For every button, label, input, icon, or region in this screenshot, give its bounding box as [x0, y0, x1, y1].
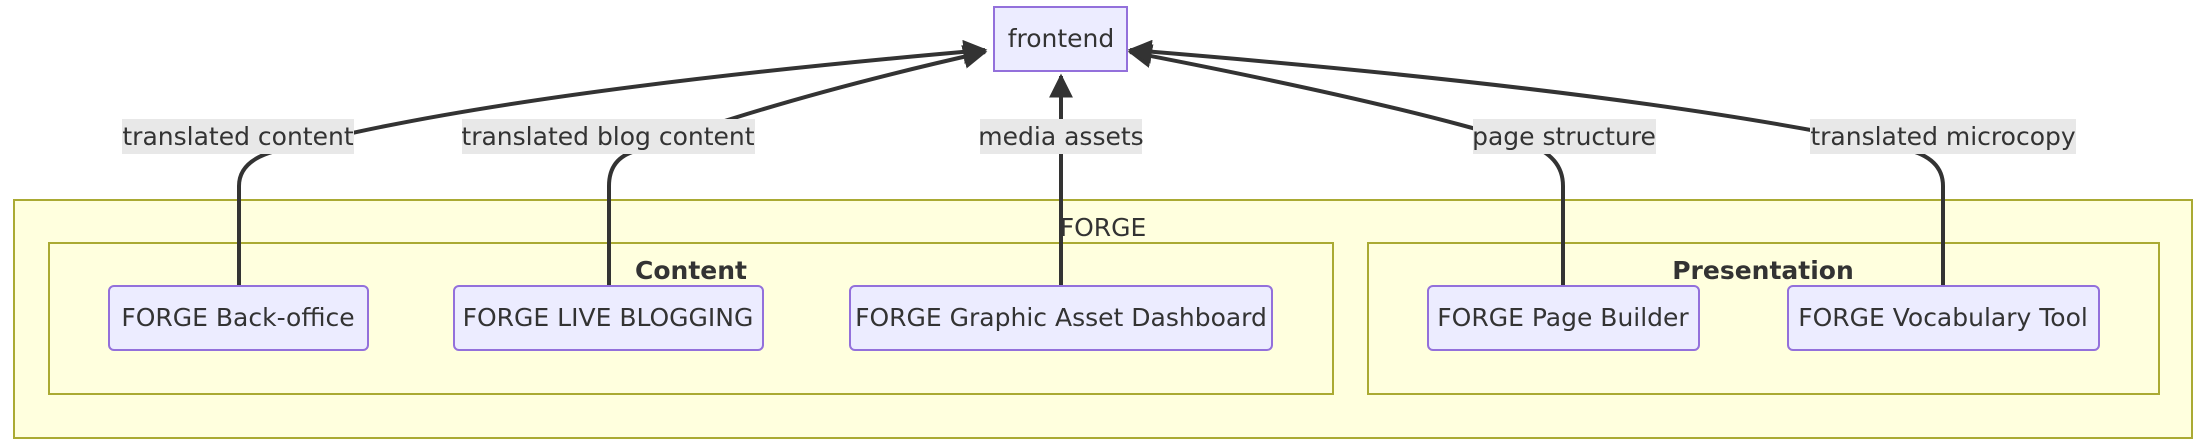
edge-label-page-structure: page structure — [1472, 119, 1656, 154]
node-label: FORGE Page Builder — [1437, 303, 1689, 332]
node-label: frontend — [1008, 24, 1115, 53]
edge-backoffice-to-frontend — [237, 39, 988, 286]
node-pagebuilder[interactable]: FORGE Page Builder — [1427, 285, 1700, 351]
node-label: FORGE Back-office — [121, 303, 354, 332]
edge-label-text: translated content — [122, 122, 353, 151]
edge-label-text: media assets — [978, 122, 1143, 151]
node-label: FORGE LIVE BLOGGING — [463, 303, 754, 332]
edge-label-text: page structure — [1472, 122, 1656, 151]
node-graphic[interactable]: FORGE Graphic Asset Dashboard — [849, 285, 1273, 351]
edge-pagebuilder-to-frontend — [1127, 44, 1565, 286]
edge-label-translated-content: translated content — [122, 119, 354, 154]
node-label: FORGE Graphic Asset Dashboard — [855, 303, 1267, 332]
edge-label-media-assets: media assets — [978, 119, 1144, 154]
edge-vocabulary-to-frontend — [1127, 39, 1945, 286]
edge-label-text: translated blog content — [461, 122, 754, 151]
node-liveblogging[interactable]: FORGE LIVE BLOGGING — [453, 285, 764, 351]
edge-label-text: translated microcopy — [1810, 122, 2076, 151]
edge-label-translated-blog-content: translated blog content — [461, 119, 755, 154]
cluster-presentation-title: Presentation — [1672, 256, 1854, 285]
cluster-content-title: Content — [635, 256, 747, 285]
node-vocabulary[interactable]: FORGE Vocabulary Tool — [1787, 285, 2100, 351]
node-backoffice[interactable]: FORGE Back-office — [108, 285, 369, 351]
node-label: FORGE Vocabulary Tool — [1798, 303, 2088, 332]
node-frontend[interactable]: frontend — [993, 6, 1128, 72]
edge-label-translated-microcopy: translated microcopy — [1810, 119, 2076, 154]
cluster-forge-title: FORGE — [1060, 213, 1147, 242]
